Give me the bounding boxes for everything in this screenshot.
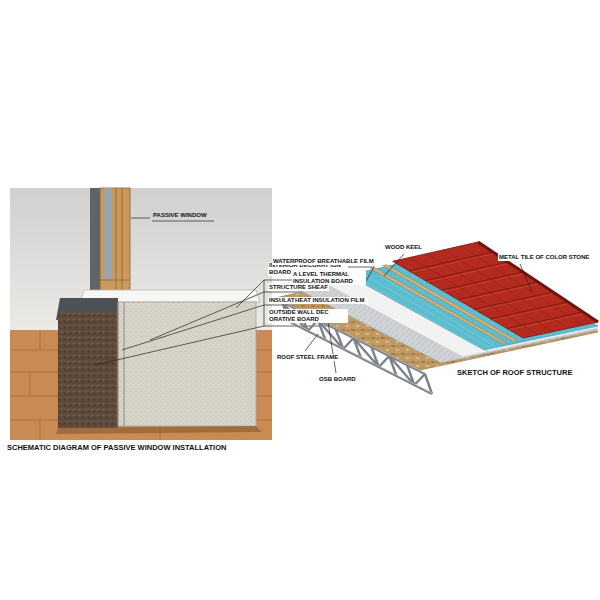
part-label: OSB BOARD [318,376,357,383]
caption-text: SKETCH OF ROOF STRUCTURE [456,368,573,377]
part-label: PASSIVE WINDOW [152,212,208,219]
tile-row-lines [409,252,583,328]
window-wood-frame [100,188,130,292]
part-label: WATERPROOF BREATHABLE FILM [272,258,375,265]
interior-decoration-board [118,302,256,426]
wall-shadow [56,426,262,434]
part-label: WOOD KEEL [384,244,423,251]
part-label: HEAT INSULATION FILM [294,297,368,304]
part-label: OUTSIDE WALL DEC ORATIVE BOARD [268,309,348,323]
outside-wall-board [58,312,118,428]
caption-text: SCHEMATIC DIAGRAM OF PASSIVE WINDOW INST… [6,443,227,452]
tile-highlight-lines [410,254,584,330]
window-frame-lines [100,188,130,290]
metal-tile-roof [393,242,598,338]
part-label: A LEVEL THERMAL INSULATION BOARD [292,271,366,285]
window-glass [104,188,112,280]
part-label: METAL TILE OF COLOR STONE [498,254,590,261]
part-label: ROOF STEEL FRAME [276,354,339,361]
window-outer-frame [90,188,100,290]
roof-ridge-cap [478,242,598,322]
wall-layer-lines [118,302,124,428]
